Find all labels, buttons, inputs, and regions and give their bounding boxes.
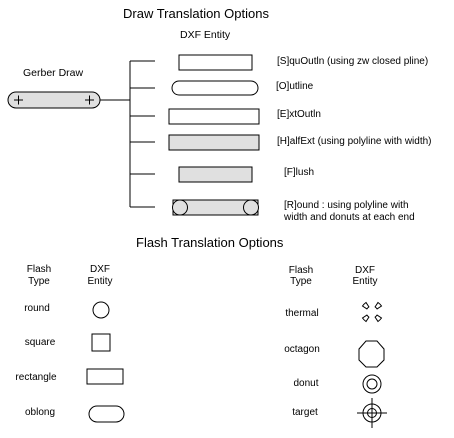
option-label-extoutln: [E]xtOutln [277, 109, 321, 120]
flash-label-octagon: octagon [284, 344, 320, 355]
half-extended-shape [168, 134, 260, 151]
flush-shape [178, 166, 253, 183]
flash-section-title: Flash Translation Options [136, 235, 284, 250]
right-flash-type-header: Flash [288, 265, 314, 276]
round-donuts-shape [172, 199, 259, 216]
flash-label-square: square [24, 337, 56, 348]
circle-icon [92, 301, 110, 319]
connector-tree [100, 60, 155, 208]
right-dxf-entity-header: DXF [355, 265, 375, 276]
flash-label-oblong: oblong [24, 407, 56, 418]
target-icon [357, 398, 387, 428]
right-dxf-entity-header-line2: Entity [352, 276, 378, 287]
gerber-draw-shape [7, 91, 101, 109]
right-flash-type-header-line2: Type [290, 276, 312, 287]
rounded-outline-shape [171, 80, 259, 96]
flash-label-thermal: thermal [285, 308, 319, 319]
option-label-squoutln: [S]quOutln (using zw closed pline) [277, 56, 429, 67]
left-dxf-entity-header: DXF [90, 264, 110, 275]
oblong-icon [88, 405, 125, 423]
flash-label-round: round [24, 303, 50, 314]
draw-section-title: Draw Translation Options [123, 6, 269, 21]
donut-icon [362, 374, 382, 394]
flash-label-donut: donut [293, 378, 319, 389]
dxf-entity-header: DXF Entity [180, 29, 231, 41]
flash-label-rectangle: rectangle [15, 372, 57, 383]
option-label-halfext: [H]alfExt (using polyline with width) [277, 136, 432, 147]
square-icon [91, 333, 111, 352]
square-outline-shape [178, 54, 253, 71]
option-label-round-line2: width and donuts at each end [284, 212, 415, 223]
octagon-icon [358, 340, 385, 368]
rectangle-icon [86, 368, 124, 385]
option-label-flush: [F]lush [284, 167, 315, 178]
left-flash-type-header: Flash [26, 264, 52, 275]
option-label-round: [R]ound : using polyline with [284, 200, 409, 211]
left-flash-type-header-line2: Type [28, 276, 50, 287]
left-dxf-entity-header-line2: Entity [87, 276, 113, 287]
option-label-outline: [O]utline [276, 81, 314, 92]
extended-outline-shape [168, 108, 260, 125]
thermal-icon [361, 301, 383, 323]
gerber-draw-label: Gerber Draw [23, 67, 84, 79]
flash-label-target: target [292, 407, 318, 418]
